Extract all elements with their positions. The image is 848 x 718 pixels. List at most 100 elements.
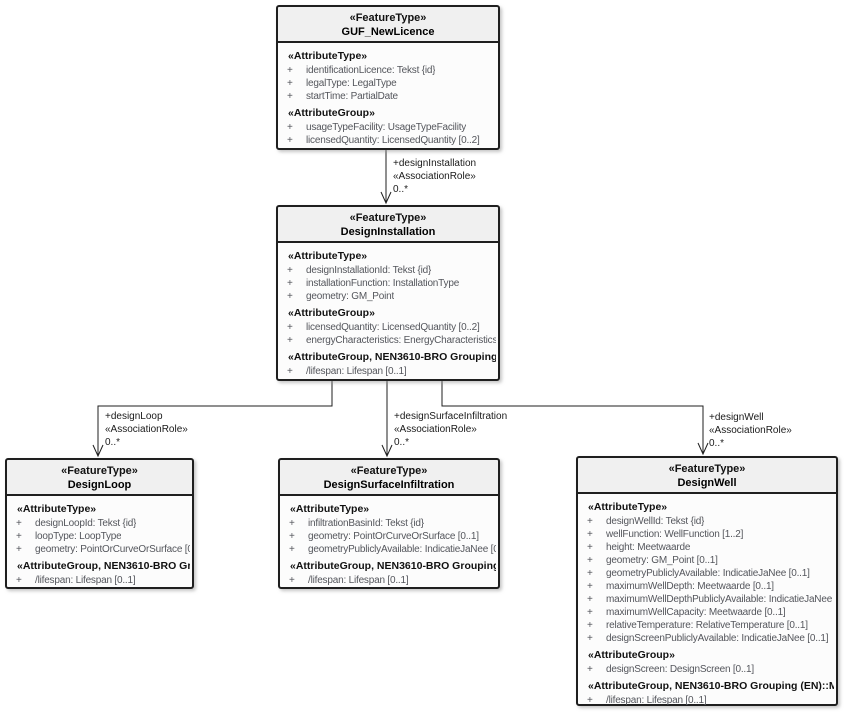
class-guf-newlicence[interactable]: «FeatureType» GUF_NewLicence «AttributeT…: [276, 5, 500, 150]
visibility-marker: +: [16, 544, 22, 555]
attribute-section-heading: «AttributeType»: [17, 503, 97, 515]
arrowhead-designsurfaceinfiltration-icon: [381, 444, 393, 458]
class-designwell[interactable]: «FeatureType» DesignWell «AttributeType»…: [576, 456, 838, 706]
association-label-designwell: +designWell «AssociationRole» 0..*: [709, 411, 792, 450]
association-line-designwell[interactable]: [441, 381, 704, 453]
visibility-marker: +: [287, 135, 293, 146]
class-stereotype: «FeatureType»: [61, 465, 138, 477]
arrowhead-designwell-icon: [697, 442, 709, 456]
association-stereotype: «AssociationRole»: [393, 171, 476, 182]
attribute-row: + maximumWellDepthPubliclyAvailable: Indi…: [580, 593, 834, 606]
attribute-row: +/lifespan: Lifespan [0..1]: [9, 574, 190, 587]
attribute-row: + geometry: PointOrCurveOrSurface [0..1]: [9, 543, 190, 556]
visibility-marker: +: [587, 529, 593, 540]
attribute-text: startTime: PartialDate: [306, 91, 398, 102]
attribute-section-heading: «AttributeGroup, NEN3610-BRO Groupin...: [17, 560, 190, 572]
class-designloop[interactable]: «FeatureType» DesignLoop «AttributeType»…: [5, 458, 194, 589]
visibility-marker: +: [289, 518, 295, 529]
visibility-marker: +: [587, 555, 593, 566]
class-stereotype: «FeatureType»: [350, 465, 428, 477]
attribute-row: +maximumWellDepth: Meetwaarde [0..1]: [580, 580, 834, 593]
class-attributes-compartment: «AttributeType»+designInstallationId: Te…: [278, 243, 498, 380]
association-role-name: +designWell: [709, 412, 764, 423]
visibility-marker: +: [587, 695, 593, 706]
attribute-text: infiltrationBasinId: Tekst {id}: [308, 518, 424, 529]
attribute-text: /lifespan: Lifespan [0..1]: [306, 366, 407, 377]
visibility-marker: +: [587, 607, 593, 618]
attribute-row: +designWellId: Tekst {id}: [580, 515, 834, 528]
class-name: DesignLoop: [67, 479, 132, 491]
class-header: «FeatureType» DesignSurfaceInfiltration: [280, 460, 498, 496]
class-header: «FeatureType» DesignWell: [578, 458, 836, 494]
visibility-marker: +: [289, 531, 295, 542]
visibility-marker: +: [287, 366, 293, 377]
attribute-row: +geometry: PointOrCurveOrSurface [0..1]: [282, 530, 496, 543]
class-name: DesignSurfaceInfiltration: [323, 479, 455, 491]
association-stereotype: «AssociationRole»: [709, 425, 792, 436]
association-role-name: +designInstallation: [393, 158, 477, 169]
attribute-row: + identificationLicence: Tekst {id}: [280, 64, 496, 77]
attribute-text: geometryPubliclyAvailable: IndicatieJaNe…: [606, 568, 810, 579]
attribute-section-heading: «AttributeGroup, NEN3610-BRO Grouping (E…: [290, 560, 496, 572]
attribute-text: relativeTemperature: RelativeTemperature…: [606, 620, 808, 631]
class-designinstallation[interactable]: «FeatureType» DesignInstallation «Attrib…: [276, 205, 500, 381]
association-label-designloop: +designLoop «AssociationRole» 0..*: [105, 410, 188, 449]
attribute-text: designScreen: DesignScreen [0..1]: [606, 664, 754, 675]
class-header: «FeatureType» GUF_NewLicence: [278, 7, 498, 43]
visibility-marker: +: [587, 594, 593, 605]
visibility-marker: +: [287, 122, 293, 133]
class-header: «FeatureType» DesignLoop: [7, 460, 192, 496]
attribute-text: usageTypeFacility: UsageTypeFacility: [306, 122, 467, 133]
visibility-marker: +: [289, 575, 295, 586]
attribute-row: +energyCharacteristics: EnergyCharacteri…: [280, 334, 496, 347]
association-line-designloop[interactable]: [97, 381, 333, 455]
attribute-text: /lifespan: Lifespan [0..1]: [308, 575, 409, 586]
attribute-section-heading: «AttributeType»: [588, 501, 668, 513]
attribute-section-heading: «AttributeGroup»: [588, 649, 675, 661]
attribute-row: + wellFunction: WellFunction [1..2]: [580, 528, 834, 541]
attribute-row: + /lifespan: Lifespan [0..1]: [280, 365, 496, 378]
attribute-section-heading: «AttributeGroup»: [288, 307, 375, 319]
attribute-row: +startTime: PartialDate: [280, 90, 496, 103]
visibility-marker: +: [287, 65, 293, 76]
attribute-text: licensedQuantity: LicensedQuantity [0..2…: [306, 322, 480, 333]
attribute-row: + licensedQuantity: LicensedQuantity [0..…: [280, 134, 496, 147]
attribute-text: height: Meetwaarde: [606, 542, 691, 553]
attribute-text: identificationLicence: Tekst {id}: [306, 65, 436, 76]
attribute-text: legalType: LegalType: [306, 78, 397, 89]
visibility-marker: +: [587, 542, 593, 553]
visibility-marker: +: [587, 664, 593, 675]
attribute-text: geometry: PointOrCurveOrSurface [0..1]: [35, 544, 190, 555]
attribute-text: wellFunction: WellFunction [1..2]: [606, 529, 744, 540]
attribute-row: + /lifespan: Lifespan [0..1]: [580, 694, 834, 707]
arrowhead-designinstallation-icon: [380, 191, 392, 205]
class-name: DesignInstallation: [340, 226, 436, 238]
attribute-row: + height: Meetwaarde: [580, 541, 834, 554]
attribute-section-heading: «AttributeType»: [290, 503, 370, 515]
attribute-row: +relativeTemperature: RelativeTemperatur…: [580, 619, 834, 632]
class-designsurfaceinfiltration[interactable]: «FeatureType» DesignSurfaceInfiltration …: [278, 458, 500, 589]
association-multiplicity: 0..*: [709, 438, 725, 449]
visibility-marker: +: [287, 265, 293, 276]
association-multiplicity: 0..*: [393, 184, 409, 195]
class-header: «FeatureType» DesignInstallation: [278, 207, 498, 243]
attribute-row: + geometryPubliclyAvailable: IndicatieJaN…: [580, 567, 834, 580]
association-label-designinstallation: +designInstallation «AssociationRole» 0.…: [393, 157, 476, 196]
visibility-marker: +: [287, 291, 293, 302]
visibility-marker: +: [587, 568, 593, 579]
attribute-text: loopType: LoopType: [35, 531, 122, 542]
attribute-text: /lifespan: Lifespan [0..1]: [606, 695, 707, 706]
association-role-name: +designSurfaceInfiltration: [394, 411, 508, 422]
attribute-row: +loopType: LoopType: [9, 530, 190, 543]
association-stereotype: «AssociationRole»: [394, 424, 477, 435]
association-multiplicity: 0..*: [105, 437, 121, 448]
attribute-row: +installationFunction: InstallationType: [280, 277, 496, 290]
attribute-row: + designScreen: DesignScreen [0..1]: [580, 663, 834, 676]
association-role-name: +designLoop: [105, 411, 163, 422]
attribute-row: +legalType: LegalType: [280, 77, 496, 90]
attribute-row: + usageTypeFacility: UsageTypeFacility: [280, 121, 496, 134]
attribute-text: geometry: GM_Point: [306, 291, 395, 302]
attribute-text: maximumWellDepthPubliclyAvailable: Indic…: [606, 594, 834, 605]
attribute-text: licensedQuantity: LicensedQuantity [0..2…: [306, 135, 480, 146]
